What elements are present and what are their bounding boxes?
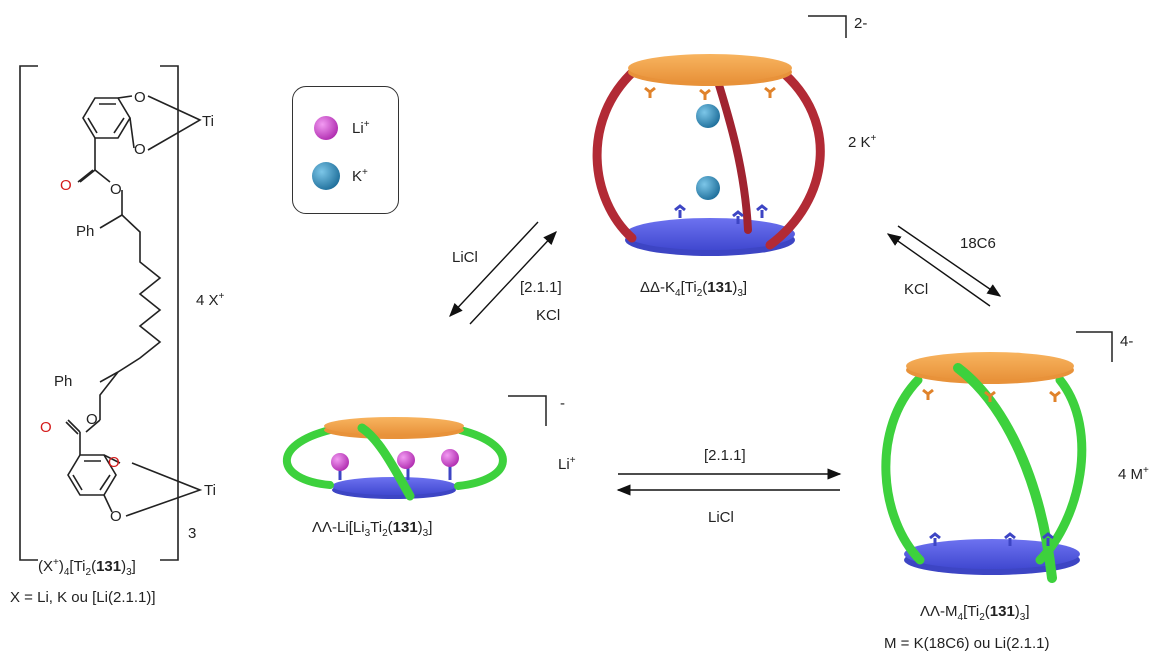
oxygen-label-red: O xyxy=(60,177,72,194)
left-cage-counterion: Li+ xyxy=(558,455,576,473)
li-ion xyxy=(397,451,415,469)
ligand-structure xyxy=(19,65,203,561)
top-cage-charge: 2- xyxy=(854,15,868,32)
ph-label: Ph xyxy=(76,223,95,240)
ligand-formula: (X+)4[Ti2(131)3] xyxy=(38,557,136,578)
arrow-label-211: [2.1.1] xyxy=(520,279,562,296)
arrow-label-kcl-right: KCl xyxy=(904,281,929,298)
m-definition: M = K(18C6) ou Li(2.1.1) xyxy=(884,635,1050,652)
ti-label: Ti xyxy=(202,113,214,130)
ph-label: Ph xyxy=(54,373,73,390)
top-cage xyxy=(592,15,847,256)
arrow-right-forward xyxy=(897,225,1002,297)
equilibrium-arrows xyxy=(449,221,1002,496)
li-ion xyxy=(441,449,459,467)
arrow-right-back xyxy=(886,233,991,307)
arrow-label-licl: LiCl xyxy=(452,249,478,266)
left-cage xyxy=(282,395,547,501)
oxygen-label: O xyxy=(134,141,146,158)
bracket-subscript: 3 xyxy=(188,525,197,542)
li-ion-legend-icon xyxy=(314,116,338,140)
right-cage xyxy=(881,331,1113,583)
ph-bond-top xyxy=(99,214,123,229)
li-ion xyxy=(331,453,349,471)
ion-legend xyxy=(292,86,399,214)
oxygen-label: O xyxy=(86,411,98,428)
left-cage-label: ΛΛ-Li[Li3Ti2(131)3] xyxy=(312,519,433,539)
top-cage-counterion: 2 K+ xyxy=(848,133,877,151)
arrow-label-licl-bottom: LiCl xyxy=(708,509,734,526)
oxygen-label: O xyxy=(134,89,146,106)
k-ion xyxy=(696,104,720,128)
k-ion-legend-icon xyxy=(312,162,340,190)
oxygen-label: O xyxy=(110,181,122,198)
legend-k-label: K+ xyxy=(352,167,368,185)
right-cage-charge: 4- xyxy=(1120,333,1134,350)
oxygen-label-red: O xyxy=(108,454,120,471)
legend-li-label: Li+ xyxy=(352,119,370,137)
left-cage-charge: - xyxy=(560,395,565,412)
counterion-label: 4 X+ xyxy=(196,291,225,309)
ti-label: Ti xyxy=(204,482,216,499)
right-cage-label: ΛΛ-M4[Ti2(131)3] xyxy=(920,603,1030,623)
bracket-left xyxy=(19,65,38,561)
k-ion xyxy=(696,176,720,200)
arrow-label-18c6: 18C6 xyxy=(960,235,996,252)
oxygen-label: O xyxy=(110,508,122,525)
arrow-label-211-bottom: [2.1.1] xyxy=(704,447,746,464)
bracket-right xyxy=(160,65,179,561)
arrow-label-kcl: KCl xyxy=(536,307,561,324)
oxygen-label-red: O xyxy=(40,419,52,436)
right-cage-counterion: 4 M+ xyxy=(1118,465,1149,483)
arrow-left-back xyxy=(469,230,557,325)
arrow-left-forward xyxy=(449,221,539,318)
x-definition: X = Li, K ou [Li(2.1.1)] xyxy=(10,589,156,606)
top-cage-label: ΔΔ-K4[Ti2(131)3] xyxy=(640,279,748,299)
